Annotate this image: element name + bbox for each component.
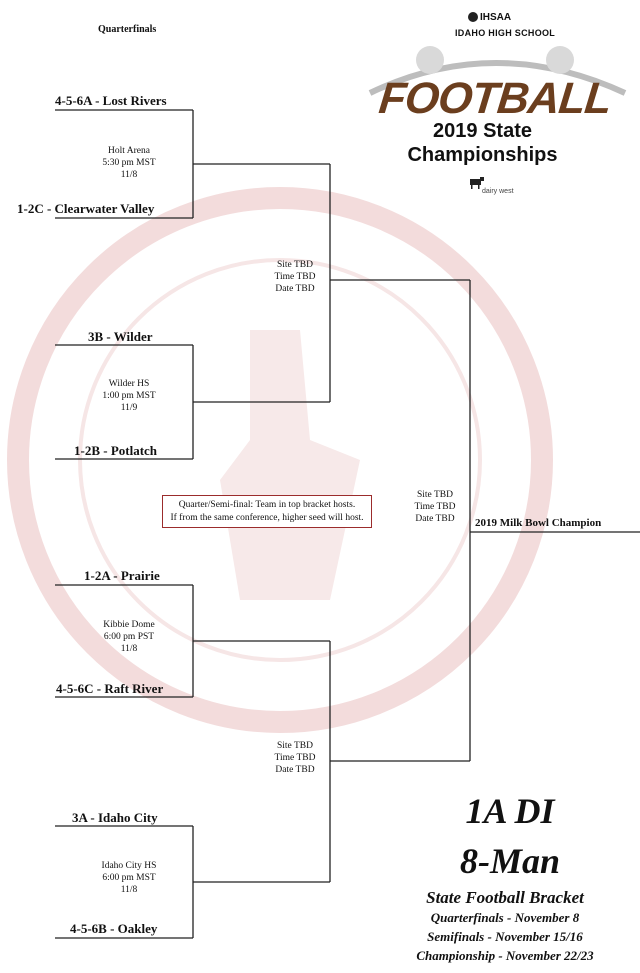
logo-state: IDAHO HIGH SCHOOL bbox=[455, 28, 556, 38]
team-slot: 1-2A - Prairie bbox=[84, 568, 160, 583]
team-slot: 3A - Idaho City bbox=[72, 810, 158, 825]
logo-championships: Championships bbox=[407, 144, 558, 166]
bracket-subtitle: State Football Bracket bbox=[426, 888, 584, 907]
champion-label: 2019 Milk Bowl Champion bbox=[475, 517, 602, 529]
qf-date-line: Quarterfinals - November 8 bbox=[430, 910, 580, 925]
championship-logo: IHSAA IDAHO HIGH SCHOOL FOOTBALL 2019 St… bbox=[360, 8, 630, 198]
cow-icon bbox=[470, 177, 484, 189]
ihsaa-icon bbox=[468, 12, 478, 22]
sf-date-line: Semifinals - November 15/16 bbox=[427, 929, 583, 944]
classification-title: 1A DI bbox=[465, 791, 555, 831]
team-slot: 4-5-6A - Lost Rivers bbox=[55, 93, 167, 108]
team-slot: 4-5-6C - Raft River bbox=[56, 681, 164, 696]
division-title: 8-Man bbox=[459, 841, 561, 881]
team-slot: 1-2B - Potlatch bbox=[74, 443, 158, 458]
team-slot: 1-2C - Clearwater Valley bbox=[17, 201, 155, 216]
team-slot: 4-5-6B - Oakley bbox=[70, 921, 158, 936]
hosting-note: Quarter/Semi-final: Team in top bracket … bbox=[162, 495, 372, 528]
round-label: Quarterfinals bbox=[98, 24, 157, 35]
logo-sport: FOOTBALL bbox=[376, 74, 614, 123]
logo-year: 2019 State bbox=[433, 120, 532, 142]
sponsor-name: dairy west bbox=[482, 188, 514, 195]
team-slot: 3B - Wilder bbox=[88, 329, 153, 344]
championship-date-line: Championship - November 22/23 bbox=[416, 948, 594, 963]
swoosh-icon bbox=[368, 46, 627, 96]
ihsaa-seal-watermark bbox=[7, 187, 553, 733]
logo-org: IHSAA bbox=[480, 12, 512, 23]
